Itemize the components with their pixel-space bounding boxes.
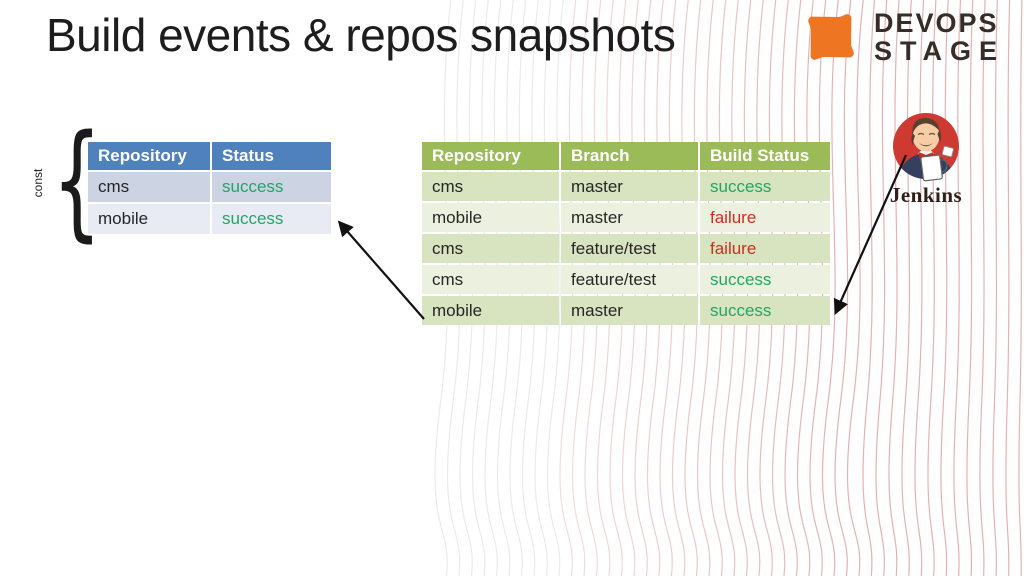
cell-repository: cms (422, 234, 559, 263)
column-header: Repository (422, 142, 559, 170)
cell-status: success (212, 172, 331, 202)
column-header: Repository (88, 142, 210, 170)
cell-status: failure (700, 203, 830, 232)
cell-branch: feature/test (561, 265, 698, 294)
const-annotation-label: const (31, 168, 45, 198)
slide-title: Build events & repos snapshots (46, 9, 676, 61)
cell-branch: feature/test (561, 234, 698, 263)
column-header: Branch (561, 142, 698, 170)
cell-repository: cms (422, 265, 559, 294)
devops-stage-wordmark: DEVOPS STAGE (874, 7, 1006, 66)
cell-repository: cms (88, 172, 210, 202)
cell-status: success (700, 296, 830, 325)
devops-stage-pinwheel-icon (796, 4, 866, 70)
cell-repository: cms (422, 172, 559, 201)
cell-repository: mobile (88, 204, 210, 234)
cell-branch: master (561, 172, 698, 201)
brand-line2: STAGE (874, 35, 1006, 66)
cell-repository: mobile (422, 296, 559, 325)
cell-branch: master (561, 296, 698, 325)
cell-status: success (212, 204, 331, 234)
cell-repository: mobile (422, 203, 559, 232)
cell-branch: master (561, 203, 698, 232)
jenkins-label: Jenkins (889, 183, 963, 207)
jenkins-logo: Jenkins (884, 106, 968, 208)
brand-line1: DEVOPS (874, 7, 999, 38)
column-header: Status (212, 142, 331, 170)
cell-status: success (700, 265, 830, 294)
cell-status: success (700, 172, 830, 201)
devops-stage-logo: DEVOPS STAGE (796, 4, 1005, 70)
column-header: Build Status (700, 142, 830, 170)
cell-status: failure (700, 234, 830, 263)
jenkins-butler-icon (893, 113, 959, 182)
